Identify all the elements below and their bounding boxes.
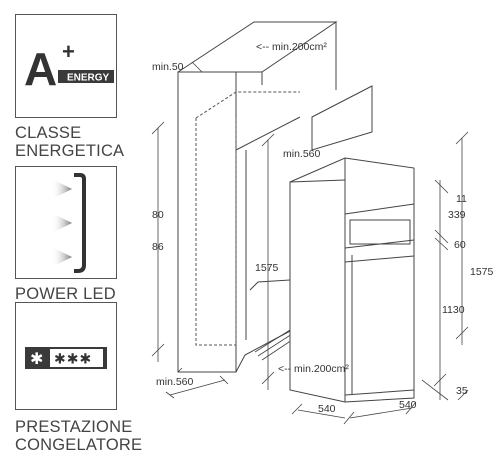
min-200-top-label: <-- min.200cm² [256,41,327,53]
energy-caption-line-2: ENERGETICA [15,142,125,160]
dim-86-label: 86 [152,241,164,253]
freezer-star-single: ✱ [30,351,43,368]
dim-1130-label: 1130 [442,304,465,316]
dimension-labels: <-- min.200cm² min.50 min.560 80 86 1575… [152,41,494,415]
dimension-lines [151,61,469,425]
energy-grade: A [24,43,57,95]
fridge-appliance [289,157,415,403]
dim-540-left-label: 540 [318,403,336,415]
led-light-icon [52,173,86,273]
energy-badge [58,70,114,83]
min-200-bottom-label: <-- min.200cm² [278,363,349,375]
led-beam-2 [52,213,72,233]
dim-1575-left-label: 1575 [255,262,279,274]
min-560-top-label: min.560 [283,148,321,160]
dim-80-label: 80 [152,209,164,221]
freezer-performance-caption: PRESTAZIONE CONGELATORE [15,418,142,454]
min-50-label: min.50 [152,61,184,73]
led-bracket [74,173,86,273]
freezer-caption-line-2: CONGELATORE [15,436,143,454]
min-560-bottom-label: min.560 [156,376,194,388]
dim-60-label: 60 [454,239,466,251]
freezer-performance-panel: ✱ ✱✱✱ [15,302,117,410]
freezer-star-triple: ✱✱✱ [54,351,92,367]
dim-11-label: 11 [456,193,467,205]
energy-badge-text: ENERGY [67,73,110,84]
dim-35-label: 35 [456,385,468,397]
freezer-caption-line-1: PRESTAZIONE [15,418,133,436]
power-led-caption: POWER LED [15,285,116,303]
recess-dashed-outline [195,91,300,346]
energy-class-panel: A + ENERGY [15,14,117,118]
energy-caption-line-1: CLASSE [15,124,82,142]
energy-a-plus-logo: A + ENERGY [24,39,114,95]
dim-540-right-label: 540 [399,399,417,411]
energy-class-caption: CLASSE ENERGETICA [15,124,124,160]
freezer-star-box [50,349,103,367]
led-beam-3 [52,247,72,267]
freezer-stars-icon: ✱ ✱✱✱ [25,347,107,369]
dim-339-label: 339 [448,209,466,221]
cabinet-outline [177,21,373,373]
energy-plus: + [62,39,75,64]
led-beam-1 [52,179,72,199]
dim-1575-right-label: 1575 [470,266,494,278]
power-led-panel [15,166,117,279]
